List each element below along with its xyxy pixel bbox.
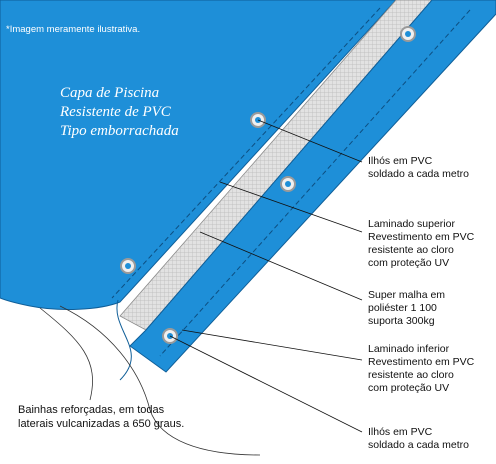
callout-upper-laminate: Laminado superior Revestimento em PVC re… (368, 218, 475, 269)
footer-caption: Bainhas reforçadas, em todas laterais vu… (18, 404, 185, 430)
callout-mesh: Super malha em poliéster 1 100 suporta 3… (368, 289, 446, 327)
callout-lower-laminate: Laminado inferior Revestimento em PVC re… (368, 343, 475, 394)
eyelet-top-right (400, 26, 416, 42)
image-note: *Imagem meramente ilustrativa. (6, 24, 141, 35)
eyelet-left (120, 258, 136, 274)
callout-eyelet-bottom: Ilhós em PVC soldado a cada metro (368, 426, 469, 451)
product-title-line-2: Resistente de PVC (60, 104, 171, 120)
leader-line-2 (219, 181, 363, 233)
cover-bottom-border (129, 0, 496, 373)
leader-line-4 (181, 329, 363, 361)
leader-line-1 (257, 119, 363, 163)
cover-main-panel (0, 0, 397, 310)
product-title-line-1: Capa de Piscina (60, 85, 160, 101)
border-stitch (159, 9, 471, 357)
leader-line-5 (169, 335, 363, 433)
outline-curve-1 (39, 307, 93, 401)
cover-stitch (111, 7, 381, 299)
callout-eyelet-top: Ilhós em PVC soldado a cada metro (368, 155, 469, 180)
product-title-line-3: Tipo emborrachada (60, 123, 179, 139)
eyelet-middle (280, 176, 296, 192)
leader-line-3 (199, 231, 363, 301)
fold-curve (116, 299, 132, 381)
outline-curve-2 (59, 305, 261, 456)
